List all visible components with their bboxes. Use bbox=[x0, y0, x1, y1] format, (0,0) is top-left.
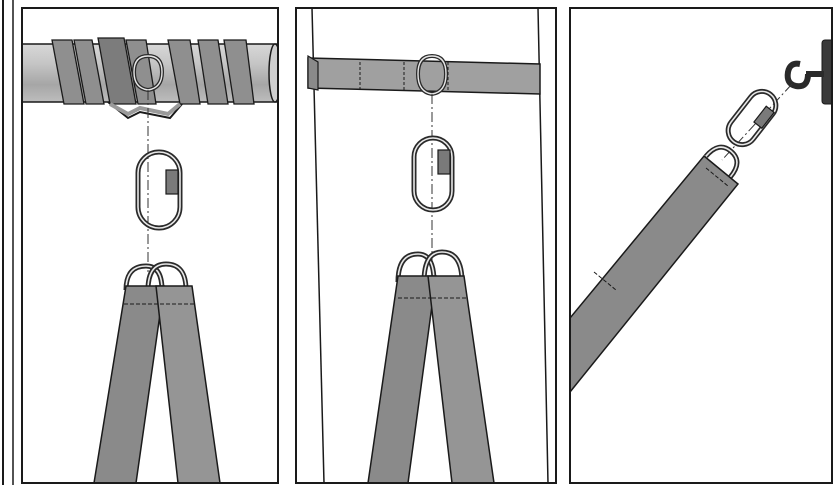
panel-wall-hook bbox=[570, 8, 832, 483]
hook-icon bbox=[784, 60, 824, 90]
wall-bracket bbox=[821, 39, 832, 105]
hanging-straps-2 bbox=[367, 275, 495, 483]
panel-tree-branch bbox=[22, 8, 278, 483]
panel-frame-3 bbox=[569, 7, 833, 484]
diagonal-strap bbox=[570, 154, 740, 394]
branch-end bbox=[268, 43, 278, 103]
twin-d-rings-2 bbox=[395, 249, 465, 283]
guide-line-3 bbox=[721, 83, 793, 161]
d-ring-3 bbox=[703, 144, 740, 179]
panel-frame-2 bbox=[295, 7, 557, 484]
carabiner-2 bbox=[411, 135, 455, 213]
panel-frame-1 bbox=[21, 7, 279, 484]
strap-loop bbox=[107, 101, 183, 120]
carabiner-1 bbox=[135, 149, 183, 231]
panel-post-strap bbox=[296, 8, 556, 483]
twin-d-rings-1 bbox=[123, 261, 189, 291]
hanging-straps-1 bbox=[93, 285, 221, 483]
carabiner-3 bbox=[725, 88, 779, 148]
